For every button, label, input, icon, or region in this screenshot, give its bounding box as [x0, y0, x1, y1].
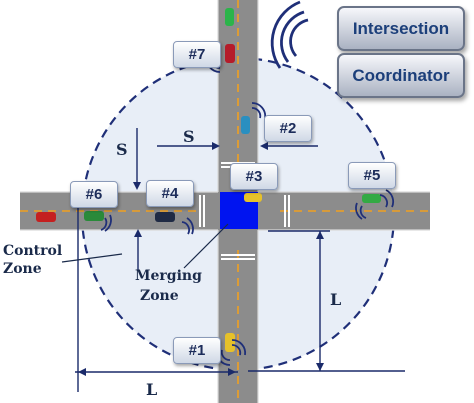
- vehicle-2-teal: [241, 116, 250, 134]
- vehicle-tag-5: #5: [348, 162, 396, 189]
- vehicle-5-green: [362, 194, 381, 203]
- vehicle-6-green: [84, 211, 104, 221]
- control-zone-label-line1: Control: [3, 243, 63, 259]
- vehicle-4-navy: [155, 212, 175, 222]
- vehicle-tag-4: #4: [146, 180, 194, 207]
- vehicle-3-yellow: [244, 193, 262, 202]
- dimension-lines: [75, 128, 405, 392]
- distance-l-vertical-label: L: [330, 290, 342, 309]
- vehicle-tag-3: #3: [230, 163, 278, 190]
- vehicles: [36, 8, 381, 352]
- intersection-coordinator-title: Intersection: [337, 6, 465, 51]
- merging-zone-label-line2: Zone: [140, 288, 179, 304]
- distance-l-horizontal-label: L: [146, 380, 158, 399]
- vehicle-1-yellow: [225, 333, 235, 352]
- vehicle-tag-2: #2: [264, 115, 312, 142]
- vehicle-green-top: [225, 8, 234, 26]
- control-zone-label-line2: Zone: [3, 261, 42, 277]
- vehicle-tag-1: #1: [173, 337, 221, 364]
- vehicle-6-red: [36, 212, 56, 222]
- distance-s-vertical-label: S: [116, 140, 128, 159]
- vehicle-7-red: [225, 44, 235, 63]
- dimension-arrowheads: [78, 142, 324, 376]
- vehicle-tag-7: #7: [173, 41, 221, 68]
- coordinator-signal-arcs: [270, 0, 309, 69]
- merging-zone-label-line1: Merging: [135, 268, 202, 284]
- lane-dashes: [20, 0, 430, 403]
- leader-lines: [61, 223, 229, 269]
- vehicle-tag-6: #6: [70, 181, 118, 208]
- distance-s-horizontal-label: S: [183, 127, 195, 146]
- intersection-coordinator-subtitle: Coordinator: [337, 53, 465, 98]
